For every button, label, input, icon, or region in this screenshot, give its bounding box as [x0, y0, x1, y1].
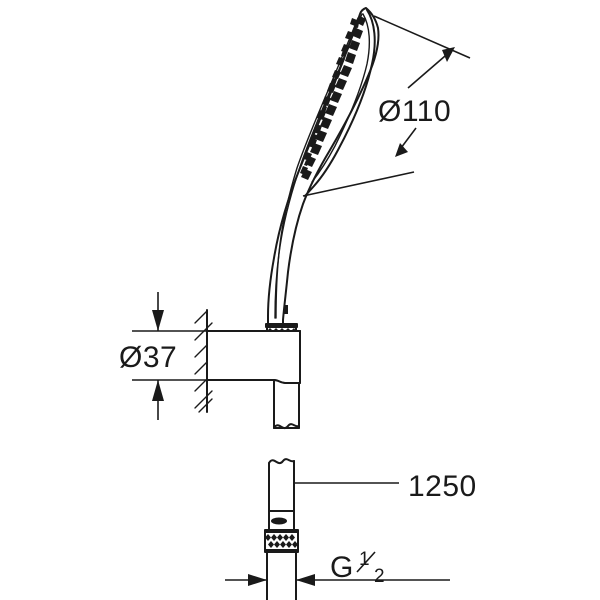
dim110-lower-extension-line [302, 171, 415, 197]
thread-fraction-slash [356, 551, 376, 573]
dimension-hose-length: 1250 [294, 470, 477, 503]
knurled-collar-top-band [265, 323, 298, 328]
dimension-wall-bracket-diameter: Ø37 [119, 292, 207, 420]
hose-nut [264, 529, 299, 553]
hose-upper-body [273, 379, 300, 429]
dimension-label-wall-bracket-diameter: Ø37 [119, 341, 177, 374]
hose-lower-break-line [268, 458, 295, 465]
dimension-label-spray-face-diameter: Ø110 [378, 95, 451, 128]
dimension-label-thread-prefix: G [330, 551, 354, 584]
hose-upper-break-line [273, 423, 300, 430]
dimension-spray-face-diameter: Ø110 [302, 15, 471, 197]
dim110-lower-arrowhead [395, 143, 408, 157]
dimension-hose-thread-size: G 1 2 [225, 549, 450, 587]
handle-detail-notch [284, 305, 288, 314]
dim110-upper-arrowhead [442, 47, 455, 62]
shower-hose-lower [264, 458, 299, 600]
shower-head [267, 7, 380, 327]
hose-nut-knurl-pattern [265, 534, 298, 548]
hose-nut-bottom-band [265, 549, 298, 552]
wall-bracket [206, 330, 301, 384]
spray-face-rim [304, 9, 376, 197]
wall-bracket-body [206, 330, 301, 384]
g12-left-arrowhead [248, 574, 267, 586]
dim110-upper-extension-line [373, 15, 471, 59]
dimension-label-thread-denominator: 2 [374, 566, 385, 587]
g12-right-arrowhead [296, 574, 315, 586]
dim37-lower-arrowhead [152, 380, 164, 401]
shower-hose-upper [273, 379, 300, 430]
head-inner-profile-line-2 [275, 17, 359, 319]
hose-nut-top-band [265, 530, 298, 533]
dimension-label-hose-length: 1250 [408, 470, 477, 503]
dimension-label-thread-numerator: 1 [359, 549, 370, 570]
spray-face-inner-rim [311, 13, 371, 183]
hose-sleeve-marking [271, 517, 287, 525]
dim37-upper-arrowhead [152, 310, 164, 331]
hose-nut-body [264, 529, 299, 553]
spray-nozzle-pattern [300, 16, 366, 180]
